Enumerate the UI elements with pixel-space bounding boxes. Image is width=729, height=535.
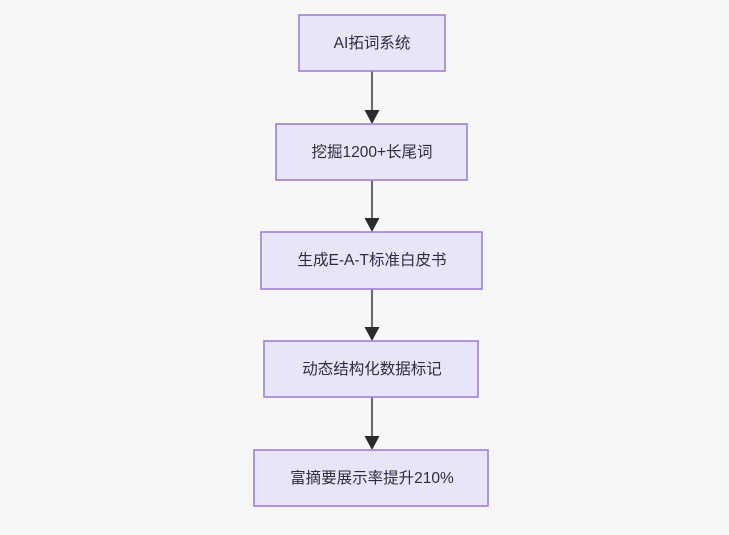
arrowhead-icon: [364, 436, 380, 450]
edge-n4-n5: [364, 397, 380, 450]
arrowhead-icon: [364, 110, 380, 124]
node-label: AI拓词系统: [334, 34, 411, 52]
node-box[interactable]: [253, 449, 489, 507]
arrowhead-icon: [364, 218, 380, 232]
edge-group: [364, 71, 380, 450]
flow-node-n5[interactable]: 富摘要展示率提升210%: [253, 449, 489, 507]
edge-n3-n4: [364, 289, 380, 341]
edge-n2-n3: [364, 180, 380, 232]
node-box[interactable]: [263, 340, 479, 398]
flow-node-n2[interactable]: 挖掘1200+长尾词: [275, 123, 468, 181]
node-label: 生成E-A-T标准白皮书: [298, 251, 447, 269]
node-label: 挖掘1200+长尾词: [311, 143, 432, 161]
edge-n1-n2: [364, 71, 380, 124]
node-group: AI拓词系统 挖掘1200+长尾词 生成E-A-T标准白皮书 动态结构化数据标记…: [253, 14, 489, 507]
node-box[interactable]: [275, 123, 468, 181]
flow-node-n4[interactable]: 动态结构化数据标记: [263, 340, 479, 398]
flow-node-n3[interactable]: 生成E-A-T标准白皮书: [260, 231, 483, 290]
flow-node-n1[interactable]: AI拓词系统: [298, 14, 446, 72]
node-label: 动态结构化数据标记: [302, 360, 442, 378]
node-box[interactable]: [298, 14, 446, 72]
arrowhead-icon: [364, 327, 380, 341]
node-label: 富摘要展示率提升210%: [290, 469, 454, 487]
node-box[interactable]: [260, 231, 483, 290]
